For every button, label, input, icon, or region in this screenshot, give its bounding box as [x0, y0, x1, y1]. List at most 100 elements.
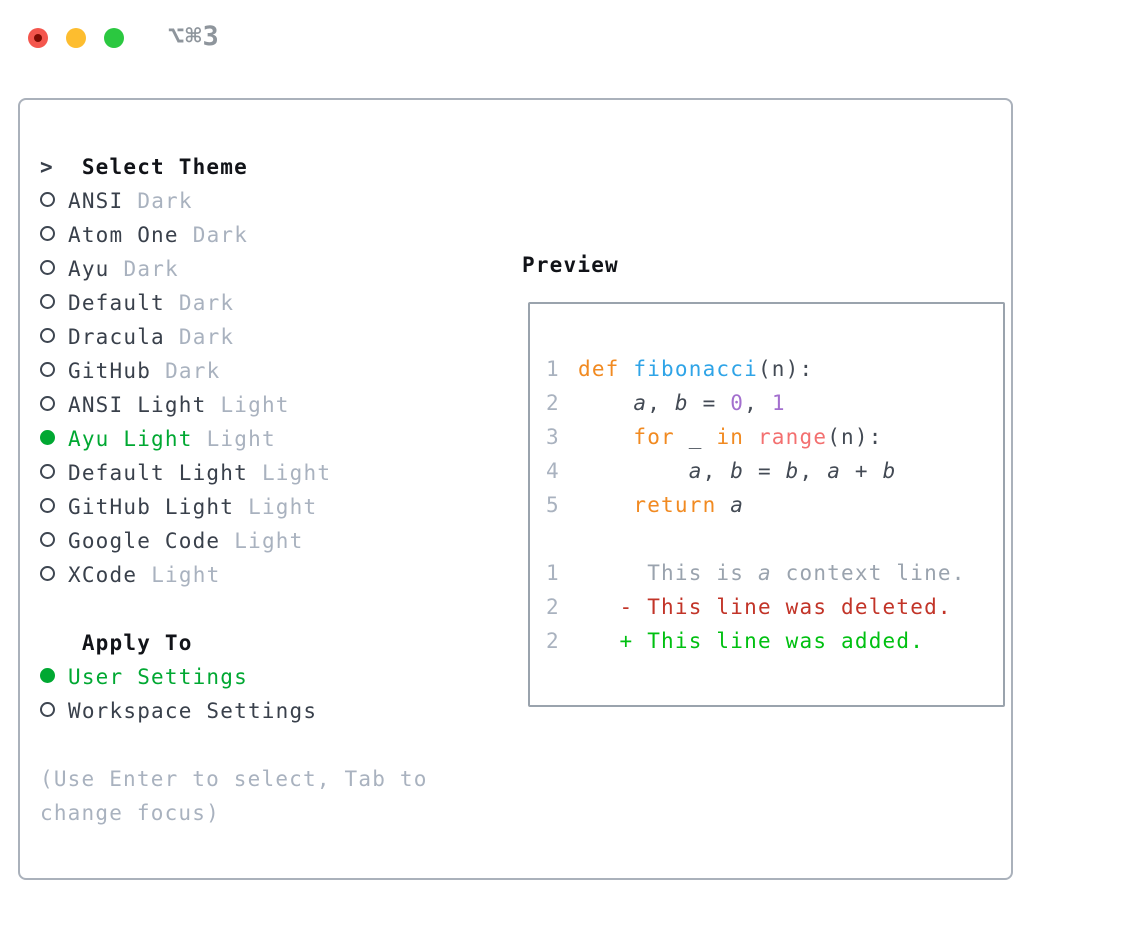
marker-cell	[40, 354, 68, 388]
spacer	[40, 728, 470, 762]
code-token-plain: ,	[647, 391, 675, 415]
code-token-plain: =	[744, 459, 786, 483]
radio-selected-icon	[40, 430, 55, 445]
theme-variant-badge: Dark	[165, 359, 221, 383]
close-icon[interactable]	[28, 28, 48, 48]
line-number: 4	[546, 459, 559, 483]
select-theme-header: > Select Theme	[40, 150, 470, 184]
code-token-plain: a	[633, 391, 648, 415]
radio-icon	[40, 328, 55, 343]
theme-name: GitHub Light	[68, 495, 235, 519]
code-token-plain: b	[730, 459, 745, 483]
code-token-plain: a	[827, 459, 842, 483]
apply-option-workspace-settings[interactable]: Workspace Settings	[40, 694, 470, 728]
code-line: 4 a, b = b, a + b	[546, 454, 1003, 488]
theme-name: GitHub	[68, 359, 152, 383]
code-token-plain: =	[688, 391, 731, 415]
code-token-plain: ,	[702, 459, 731, 483]
code-token-plain: _	[674, 425, 717, 449]
code-token-function: fibonacci	[633, 357, 758, 381]
marker-cell	[40, 286, 68, 320]
apply-to-header: Apply To	[40, 626, 470, 660]
code-token-call: range	[757, 425, 828, 449]
apply-option-label: User Settings	[68, 665, 248, 689]
marker-cell	[40, 184, 68, 218]
radio-icon	[40, 702, 55, 717]
code-token-ctx: This is	[578, 561, 758, 585]
apply-to-title: Apply To	[81, 631, 193, 655]
marker-cell	[40, 660, 68, 694]
theme-name: Google Code	[68, 529, 221, 553]
code-token-ctx: a	[757, 561, 772, 585]
radio-icon	[40, 260, 55, 275]
keyboard-hint-text: (Use Enter to select, Tab to change focu…	[40, 767, 428, 825]
code-token-ctx: context line.	[771, 561, 966, 585]
spacer	[40, 592, 470, 626]
marker-cell	[40, 456, 68, 490]
line-number: 1	[546, 561, 559, 585]
code-token-keyword: def	[578, 357, 634, 381]
theme-option-ansi-light-light[interactable]: ANSI Light Light	[40, 388, 470, 422]
code-line: 2 a, b = 0, 1	[546, 386, 1003, 420]
code-token-number: 1	[771, 391, 786, 415]
code-token-plain	[578, 425, 633, 449]
theme-variant-badge: Light	[151, 563, 221, 587]
theme-variant-badge: Dark	[178, 291, 235, 315]
radio-icon	[40, 498, 55, 513]
radio-icon	[40, 464, 55, 479]
theme-name: Default Light	[68, 461, 248, 485]
marker-cell	[40, 388, 68, 422]
code-token-plain: b	[785, 459, 800, 483]
code-token-del: - This line was deleted.	[578, 595, 952, 619]
theme-variant-badge: Dark	[123, 257, 179, 281]
apply-option-user-settings[interactable]: User Settings	[40, 660, 470, 694]
marker-cell	[40, 694, 68, 728]
minimize-icon[interactable]	[66, 28, 86, 48]
select-theme-title: Select Theme	[81, 155, 248, 179]
window-titlebar: ⌥⌘3	[0, 0, 1140, 76]
line-number: 2	[546, 391, 559, 415]
theme-variant-badge: Light	[248, 495, 318, 519]
zoom-icon[interactable]	[104, 28, 124, 48]
theme-name: Atom One	[68, 223, 179, 247]
theme-name: ANSI	[68, 189, 124, 213]
theme-name: ANSI Light	[68, 393, 207, 417]
code-token-keyword: in	[716, 425, 745, 449]
code-line	[546, 522, 1003, 556]
preview-title: Preview	[522, 253, 619, 277]
theme-option-github-light-light[interactable]: GitHub Light Light	[40, 490, 470, 524]
line-number: 1	[546, 357, 559, 381]
cursor-arrow-icon: >	[40, 155, 53, 179]
theme-variant-badge: Light	[206, 427, 276, 451]
theme-variant-badge: Light	[220, 393, 290, 417]
radio-icon	[40, 566, 55, 581]
code-token-plain: b	[674, 391, 689, 415]
code-token-plain: ,	[799, 459, 828, 483]
code-line: 2 - This line was deleted.	[546, 590, 1003, 624]
line-number: 2	[546, 595, 559, 619]
code-line: 3 for _ in range(n):	[546, 420, 1003, 454]
line-number: 3	[546, 425, 559, 449]
code-token-plain: (n):	[757, 357, 814, 381]
code-line: 2 + This line was added.	[546, 624, 1003, 658]
theme-option-github-dark[interactable]: GitHub Dark	[40, 354, 470, 388]
code-line: 1 This is a context line.	[546, 556, 1003, 590]
keyboard-shortcut-label: ⌥⌘3	[168, 21, 220, 52]
radio-icon	[40, 192, 55, 207]
marker-cell	[40, 524, 68, 558]
code-token-plain	[578, 391, 633, 415]
radio-icon	[40, 532, 55, 547]
